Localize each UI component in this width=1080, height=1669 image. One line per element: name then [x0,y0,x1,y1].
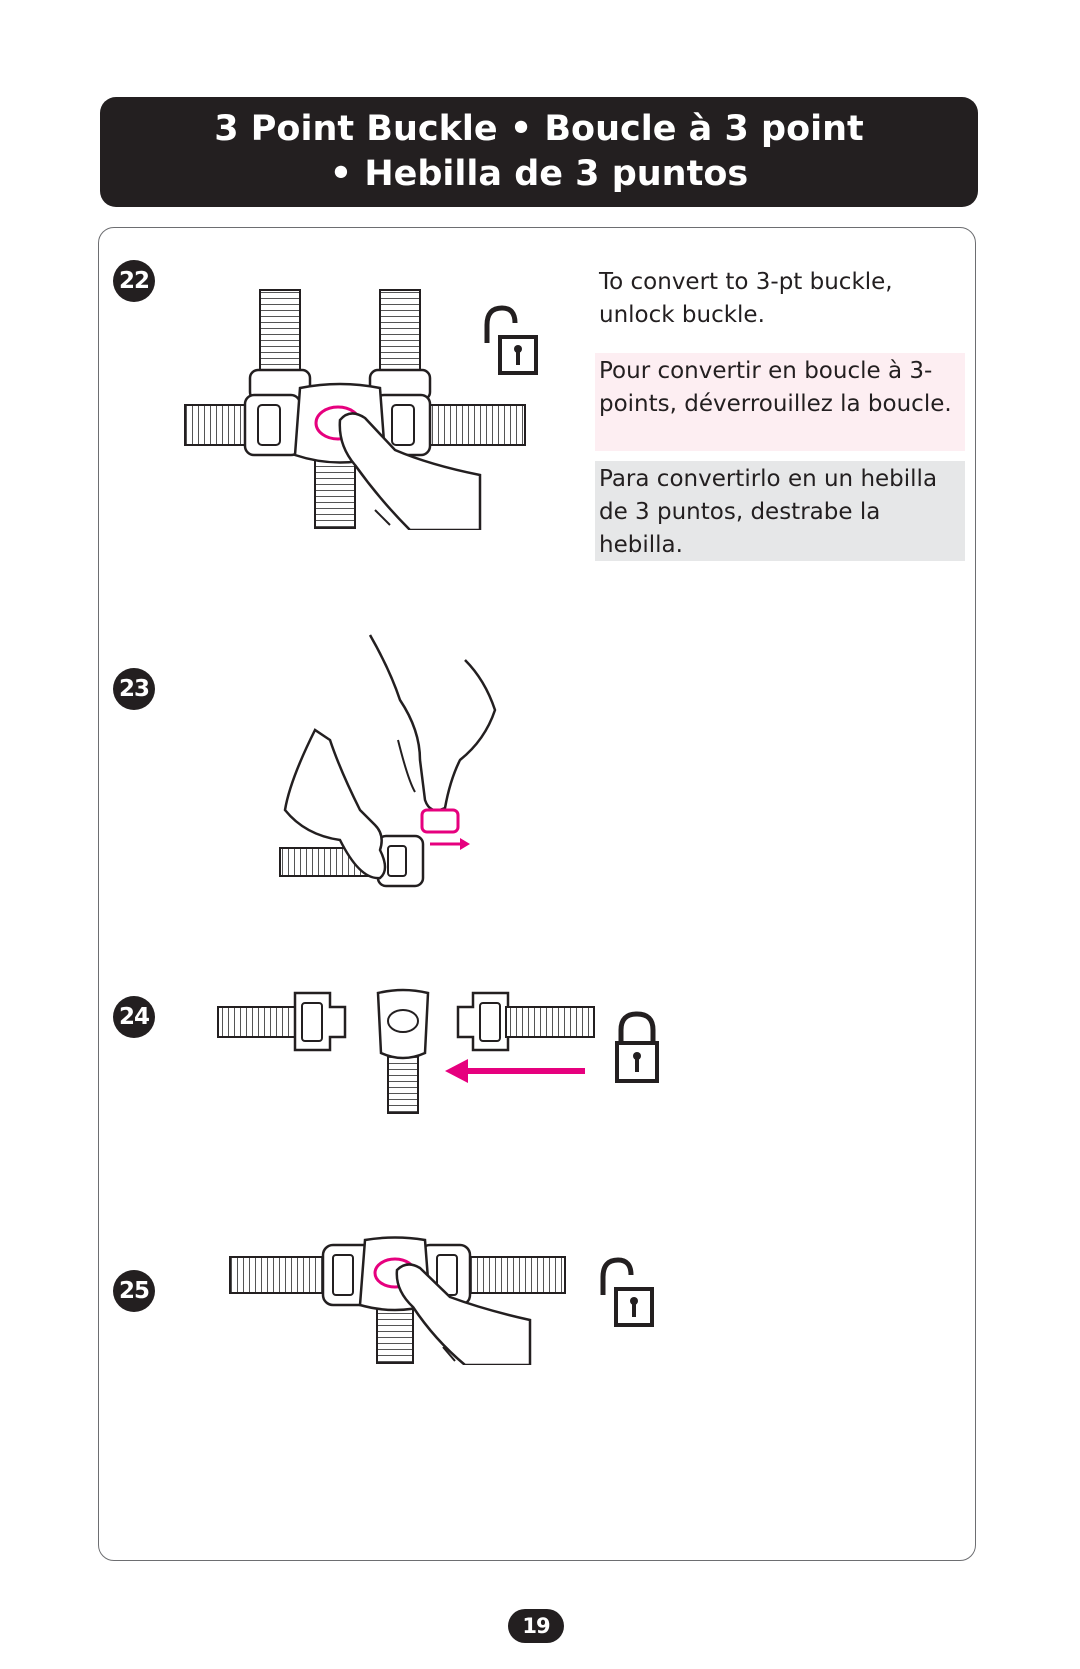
instruction-spanish: Para convertirlo en un hebilla de 3 punt… [595,461,965,561]
instruction-french: Pour convertir en boucle à 3-points, dév… [595,353,965,451]
locked-padlock-icon [615,1011,659,1083]
instruction-english: To convert to 3-pt buckle, unlock buckle… [599,269,893,328]
step-number-23: 23 [113,668,155,710]
unlocked-padlock-icon [600,1257,654,1327]
step-number-25: 25 [113,1270,155,1312]
section-title-line-2: • Hebilla de 3 puntos [329,154,749,194]
section-title-line-1: 3 Point Buckle • Boucle à 3 point [214,109,864,149]
step-24-separated-buckle-illustration [217,988,595,1114]
step-22-buckle-illustration [184,289,526,530]
step-23-detach-tongue-illustration [279,634,497,888]
step-number-22: 22 [113,260,155,302]
step-25-three-point-buckle-illustration [229,1236,566,1365]
section-title-bar: 3 Point Buckle • Boucle à 3 point • Hebi… [100,97,978,207]
step-number-24: 24 [113,996,155,1038]
unlocked-padlock-icon [484,305,538,375]
instruction-panel [98,227,976,1561]
page-number: 19 [508,1609,564,1643]
